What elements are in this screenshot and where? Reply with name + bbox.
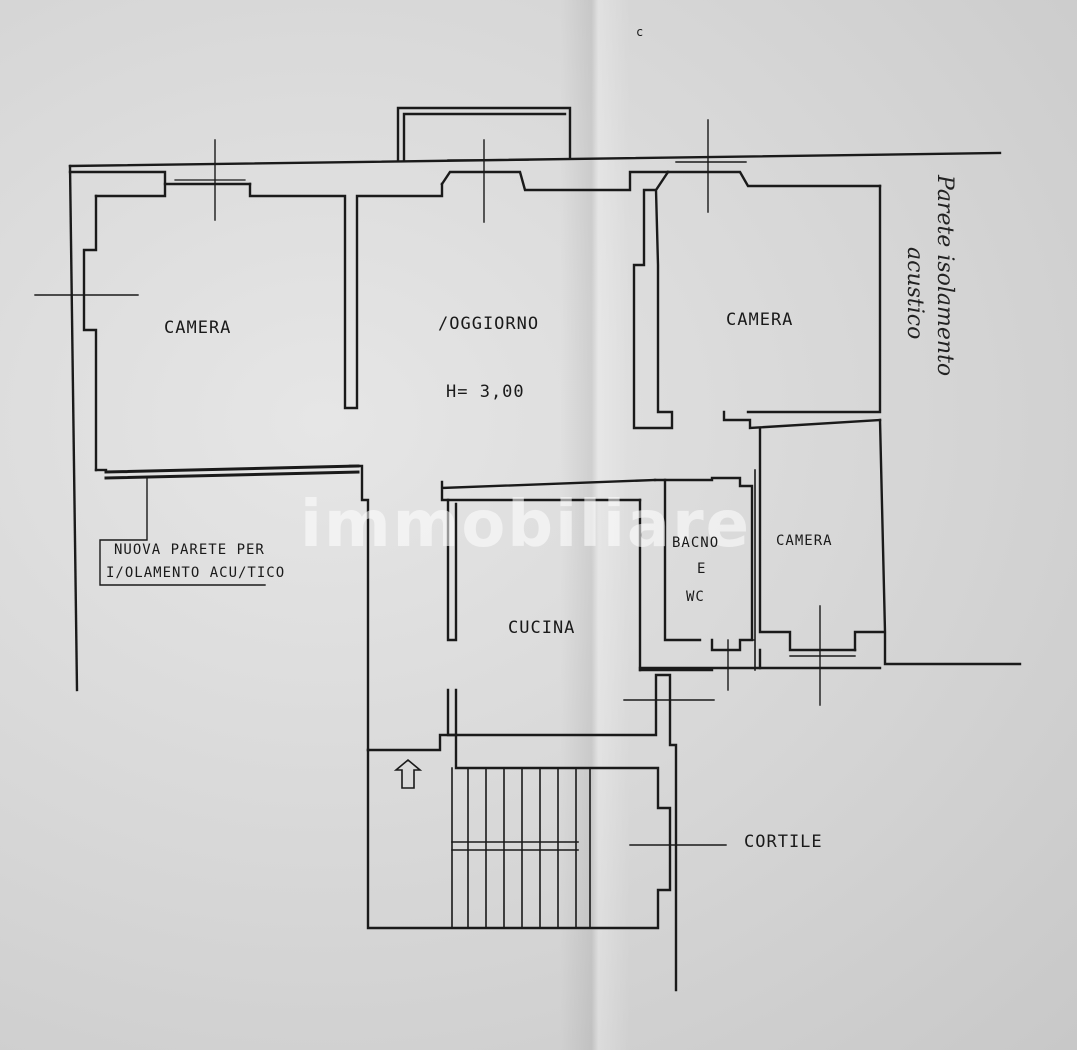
right-outer-wall — [853, 418, 1022, 666]
room-label-bagno: BACNO — [672, 535, 720, 551]
bottom-outer — [638, 666, 762, 672]
stair-top-wall — [366, 673, 678, 992]
room-label-camera-bottom-right: CAMERA — [776, 533, 833, 549]
camera-tr-right-wall — [722, 184, 882, 430]
area-label-cortile: CORTILE — [744, 832, 823, 852]
arrow-up-icon — [393, 758, 423, 789]
stair-treads — [451, 767, 591, 929]
window-mark-camera-br — [789, 605, 856, 706]
room-label-soggiorno: /OGGIORNO — [438, 314, 540, 334]
handwritten-note-line2: acustico — [902, 247, 927, 340]
hall-left-wall — [348, 464, 370, 752]
wall-left-room-right — [248, 182, 444, 410]
camera-tr-top — [666, 170, 882, 188]
ceiling-height-label: H= 3,00 — [446, 382, 525, 402]
soggiorno-top-wall — [440, 170, 670, 192]
watermark: immobiliare — [300, 488, 752, 562]
stair-landing — [451, 841, 579, 851]
window-mark-stair — [623, 699, 727, 846]
handwritten-note-line1: Parete isolamento — [932, 175, 957, 377]
room-label-cucina: CUCINA — [508, 618, 576, 638]
left-room-top — [94, 182, 167, 198]
outer-wall-top — [68, 151, 1002, 168]
stair-outer — [366, 733, 672, 930]
window-mark-soggiorno — [447, 139, 529, 223]
outer-wall-top-inner — [68, 170, 252, 186]
room-label-bagno-e: E — [697, 561, 707, 577]
room-label-camera-top-right: CAMERA — [726, 310, 794, 330]
room-label-bagno-wc: WC — [686, 589, 705, 605]
outer-wall-left — [68, 164, 79, 692]
handwritten-note: Parete isolamento acustico — [902, 175, 995, 535]
note-leader — [99, 477, 266, 586]
kitchen-top-wall — [440, 478, 657, 502]
window-mark-top-left — [174, 179, 246, 185]
note-new-wall-line2: I/OLAMENTO ACU/TICO — [106, 565, 286, 581]
room-label-camera-left: CAMERA — [164, 318, 232, 338]
bagno-door — [739, 469, 756, 671]
note-new-wall-line1: NUOVA PARETE PER — [114, 542, 265, 558]
camera-tr-left-wall — [632, 170, 674, 430]
page-mark: c — [636, 25, 645, 39]
outer-wall-left-inner — [82, 194, 98, 472]
balcony — [396, 106, 572, 162]
paper-fold — [560, 0, 630, 1050]
new-acoustic-wall — [104, 464, 360, 480]
window-mark-camera-tr — [675, 119, 747, 213]
